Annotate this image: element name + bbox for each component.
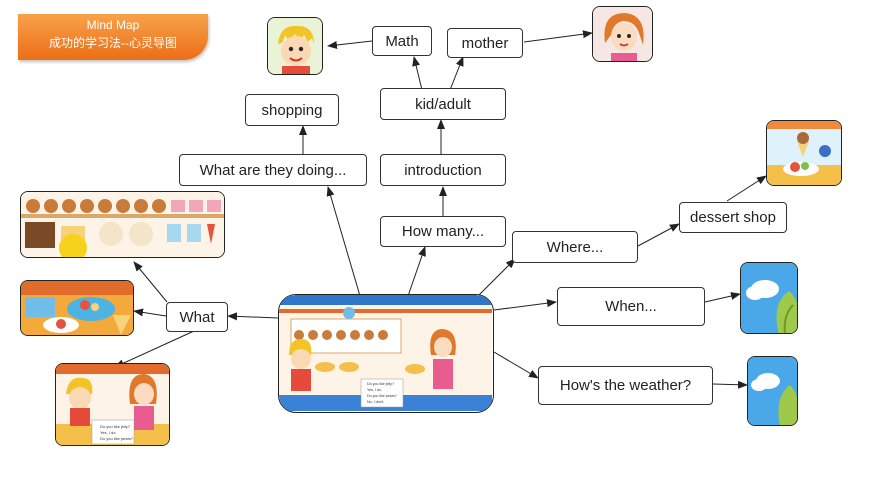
arrow-what-table	[133, 308, 167, 317]
center-shop-picture-icon: Do you like jelly? Yes, I do. Do you lik…	[278, 294, 494, 413]
arrow-mother-portrait	[523, 30, 593, 43]
arrow-kid-mother	[449, 56, 464, 91]
node-what-doing[interactable]: What are they doing...	[179, 154, 367, 186]
arrow-what-scene	[114, 330, 195, 368]
node-when[interactable]: When...	[557, 287, 705, 326]
center-dialog-3: Do you like pears?	[367, 394, 397, 398]
node-where-label: Where...	[546, 238, 604, 256]
node-introduction[interactable]: introduction	[380, 154, 506, 186]
shop-scene-dialog-1: Do you like jelly?	[100, 424, 131, 429]
arrow-dessert-picture	[726, 175, 767, 202]
node-weather-label: How's the weather?	[559, 377, 692, 394]
node-kid-adult-label: kid/adult	[415, 95, 471, 113]
arrow-when-sky	[704, 292, 741, 303]
node-math-label: Math	[385, 32, 419, 50]
arrow-where-dessert	[637, 223, 680, 247]
mind-map-banner: Mind Map 成功的学习法--心灵导图	[18, 14, 208, 60]
shop-scene-icon: Do you like jelly? Yes, I do. Do you lik…	[55, 363, 170, 446]
arrow-center-when	[493, 299, 557, 311]
node-weather[interactable]: How's the weather?	[538, 366, 713, 405]
center-dialog-1: Do you like jelly?	[367, 382, 394, 386]
node-dessert-shop[interactable]: dessert shop	[679, 202, 787, 233]
dessert-picture-icon	[766, 120, 842, 186]
node-what-doing-label: What are they doing...	[199, 161, 347, 179]
node-kid-adult[interactable]: kid/adult	[380, 88, 506, 120]
node-how-many-label: How many...	[401, 223, 485, 240]
node-shopping-label: shopping	[261, 101, 323, 119]
shop-scene-dialog-3: Do you like pears?	[100, 436, 134, 441]
arrow-what-shelf	[133, 261, 168, 303]
arrow-center-weather	[493, 351, 539, 379]
center-dialog-4: No, I don't.	[367, 400, 384, 404]
arrow-weather-sky	[712, 380, 748, 389]
center-dialog-2: Yes, I do.	[367, 388, 382, 392]
arrow-center-what-doing	[326, 186, 361, 297]
node-what[interactable]: What	[166, 302, 228, 332]
node-mother-label: mother	[461, 34, 509, 52]
arrow-kid-math	[412, 56, 423, 91]
arrow-center-where	[477, 258, 516, 297]
banner-title: Mind Map	[86, 18, 140, 32]
weather-sky-icon	[747, 356, 798, 426]
node-what-label: What	[179, 308, 215, 326]
arrow-center-what	[227, 312, 279, 321]
banner-subtitle: 成功的学习法--心灵导图	[49, 36, 177, 50]
node-math[interactable]: Math	[372, 26, 432, 56]
food-shelf-icon	[20, 191, 225, 258]
node-how-many[interactable]: How many...	[380, 216, 506, 247]
shop-scene-dialog-2: Yes, I do.	[100, 430, 117, 435]
mother-portrait-icon	[592, 6, 653, 62]
node-dessert-shop-label: dessert shop	[690, 209, 776, 226]
cloud-sky-icon	[740, 262, 798, 334]
node-where[interactable]: Where...	[512, 231, 638, 263]
boy-portrait-icon	[267, 17, 323, 75]
node-introduction-label: introduction	[404, 161, 482, 179]
node-when-label: When...	[605, 298, 657, 315]
node-shopping[interactable]: shopping	[245, 94, 339, 126]
table-picture-icon	[20, 280, 134, 336]
node-mother[interactable]: mother	[447, 28, 523, 58]
arrow-center-how-many	[407, 246, 426, 297]
arrow-math-boy	[327, 40, 373, 49]
